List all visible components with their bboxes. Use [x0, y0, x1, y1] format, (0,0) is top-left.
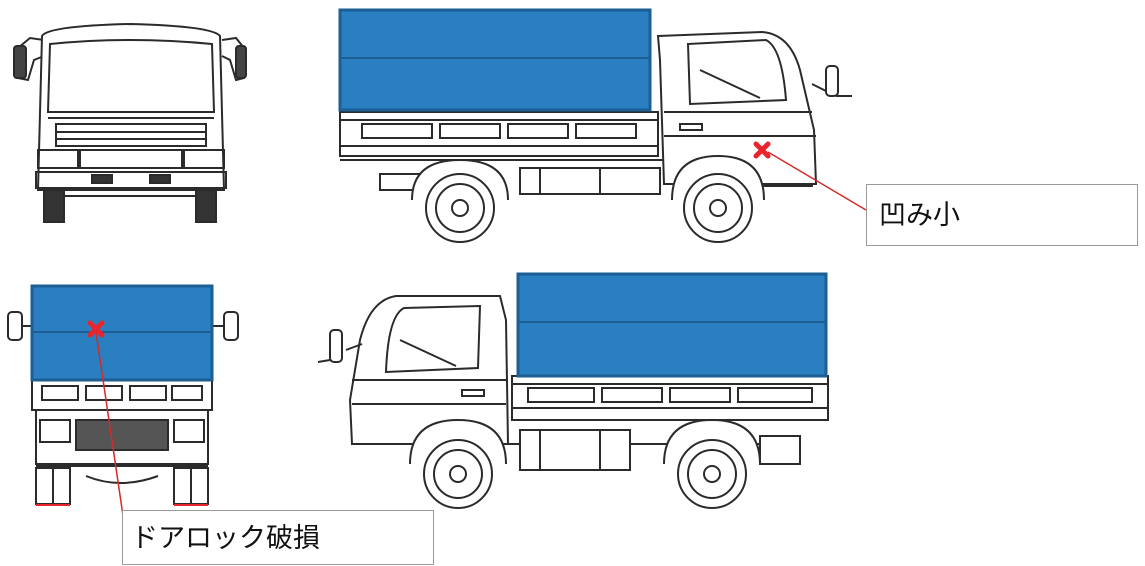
cargo-cover-rear [30, 284, 214, 382]
damage-marker-dent [753, 141, 771, 159]
cargo-cover-right-side [516, 272, 828, 378]
truck-side-view-left [339, 30, 852, 243]
leader-line-dent [767, 151, 867, 211]
callout-dent-small: 凹み小 [866, 184, 1138, 246]
leader-line-door-lock [95, 331, 127, 537]
truck-side-view-right [317, 295, 829, 509]
cargo-cover-left-side [338, 8, 652, 112]
callout-door-lock-damage: ドアロック破損 [122, 510, 434, 565]
truck-rear-view [7, 311, 239, 505]
truck-front-view [13, 22, 247, 223]
damage-marker-door-lock [87, 320, 105, 338]
